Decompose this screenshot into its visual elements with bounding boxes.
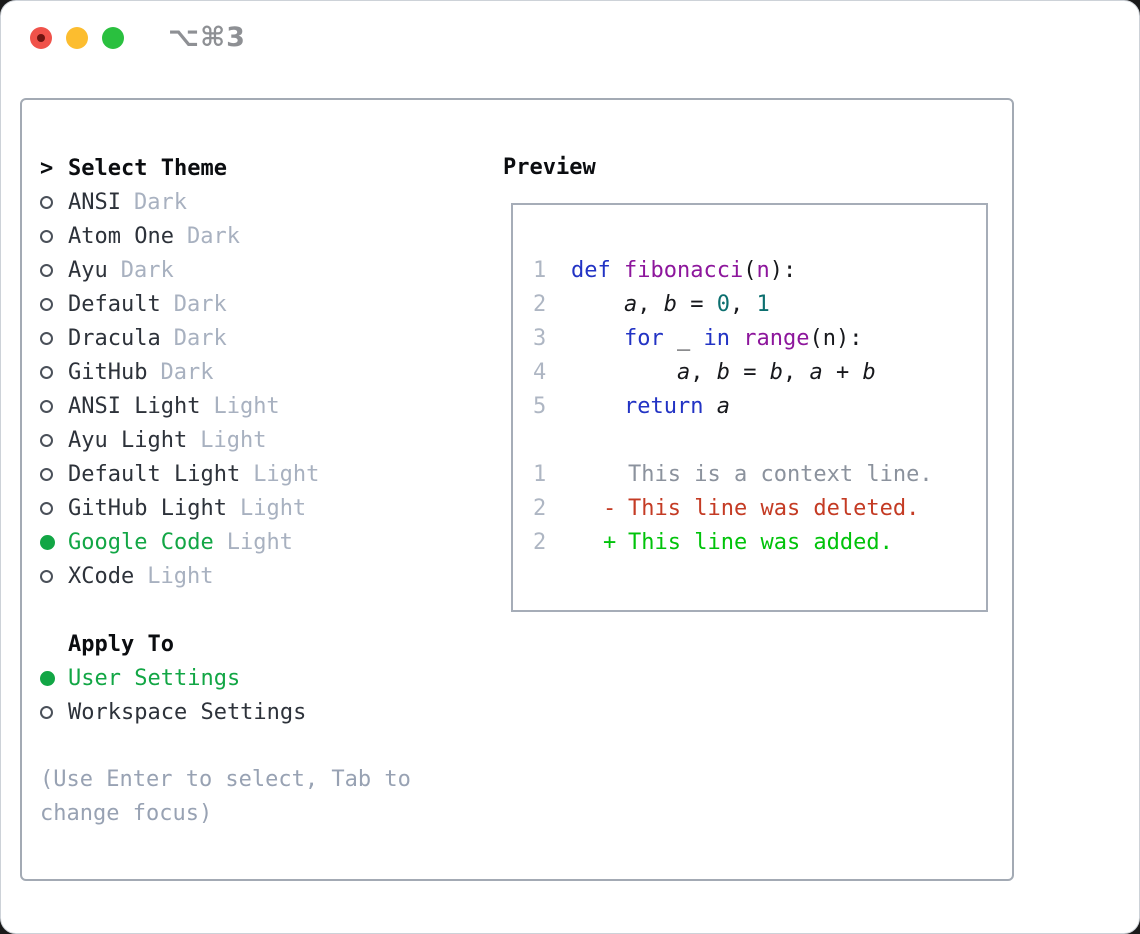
- radio-icon: [40, 467, 68, 481]
- radio-icon: [40, 263, 68, 277]
- radio-icon: [40, 297, 68, 311]
- diff-line-context: 1 This is a context line.: [513, 458, 986, 492]
- titlebar: ⌥⌘3: [1, 1, 1139, 73]
- theme-list-title: Select Theme: [68, 155, 227, 181]
- keyboard-hint: (Use Enter to select, Tab to change focu…: [40, 767, 411, 826]
- close-dot-icon: [37, 34, 45, 42]
- line-number: 2: [533, 496, 547, 521]
- radio-selected-icon: [40, 534, 68, 550]
- line-number: 1: [533, 258, 547, 283]
- diff-text: This line was added.: [628, 530, 893, 555]
- theme-name: Default Light: [68, 461, 241, 487]
- radio-icon: [40, 705, 68, 719]
- diff-text: This is a context line.: [628, 462, 933, 487]
- theme-option[interactable]: Google Code Light: [40, 525, 319, 559]
- diff-line-added: 2 + This line was added.: [513, 526, 986, 560]
- theme-name: Ayu Light: [68, 427, 188, 453]
- close-button[interactable]: [30, 27, 52, 49]
- theme-variant: Light: [226, 529, 293, 555]
- diff-line-deleted: 2 -This line was deleted.: [513, 492, 986, 526]
- theme-variant: Light: [200, 427, 267, 453]
- diff-preview: 1 This is a context line. 2 -This line was …: [513, 458, 986, 560]
- radio-icon: [40, 501, 68, 515]
- radio-selected-icon: [40, 670, 68, 686]
- theme-name: Google Code: [68, 529, 214, 555]
- apply-to-option[interactable]: User Settings: [40, 661, 306, 695]
- code-text: a, b = 0, 1: [623, 292, 770, 317]
- code-line: 2 a, b = 0, 1: [513, 288, 986, 322]
- theme-option[interactable]: Ayu Light Light: [40, 423, 319, 457]
- theme-option[interactable]: ANSI Dark: [40, 185, 319, 219]
- theme-option[interactable]: GitHub Dark: [40, 355, 319, 389]
- theme-variant: Dark: [173, 325, 227, 351]
- radio-icon: [40, 433, 68, 447]
- radio-icon: [40, 195, 68, 209]
- apply-to-label: Workspace Settings: [68, 699, 307, 725]
- theme-variant: Dark: [120, 257, 174, 283]
- preview-title: Preview: [503, 155, 596, 180]
- theme-name: ANSI Light: [68, 393, 201, 419]
- theme-name: ANSI: [68, 189, 121, 215]
- diff-text: This line was deleted.: [628, 496, 920, 521]
- theme-option[interactable]: Default Dark: [40, 287, 319, 321]
- theme-name: GitHub: [68, 359, 148, 385]
- theme-variant: Light: [253, 461, 320, 487]
- theme-option[interactable]: Ayu Dark: [40, 253, 319, 287]
- radio-icon: [40, 365, 68, 379]
- theme-name: Default: [68, 291, 161, 317]
- diff-marker-icon: -: [603, 496, 617, 521]
- line-number: 1: [533, 462, 547, 487]
- line-number: 3: [533, 326, 547, 351]
- radio-icon: [40, 399, 68, 413]
- line-number: 4: [533, 360, 547, 385]
- theme-variant: Dark: [160, 359, 214, 385]
- minimize-button[interactable]: [66, 27, 88, 49]
- code-line: 3 for _ in range(n):: [513, 322, 986, 356]
- line-number: 2: [533, 530, 547, 555]
- code-line: 5 return a: [513, 390, 986, 424]
- theme-option[interactable]: Atom One Dark: [40, 219, 319, 253]
- theme-option[interactable]: Dracula Dark: [40, 321, 319, 355]
- code-text: a, b = b, a + b: [676, 360, 876, 385]
- theme-name: Dracula: [68, 325, 161, 351]
- theme-option[interactable]: ANSI Light Light: [40, 389, 319, 423]
- apply-to-option[interactable]: Workspace Settings: [40, 695, 306, 729]
- apply-to-title: Apply To: [68, 631, 174, 657]
- focus-caret-icon: >: [40, 155, 54, 181]
- code-line: 1 def fibonacci(n):: [513, 254, 986, 288]
- code-text: return a: [623, 394, 730, 419]
- radio-icon: [40, 229, 68, 243]
- theme-option[interactable]: GitHub Light Light: [40, 491, 319, 525]
- zoom-button[interactable]: [102, 27, 124, 49]
- apply-to-header: Apply To: [40, 627, 306, 661]
- theme-name: Atom One: [68, 223, 174, 249]
- theme-name: XCode: [68, 563, 135, 589]
- theme-list-header: > Select Theme: [40, 151, 319, 185]
- diff-marker-icon: +: [603, 530, 617, 555]
- line-number: 2: [533, 292, 547, 317]
- theme-variant: Light: [147, 563, 214, 589]
- radio-icon: [40, 331, 68, 345]
- window-title: ⌥⌘3: [168, 22, 246, 53]
- theme-option[interactable]: Default Light Light: [40, 457, 319, 491]
- radio-icon: [40, 569, 68, 583]
- code-text: for _ in range(n):: [623, 326, 863, 351]
- theme-variant: Light: [239, 495, 307, 521]
- line-number: 5: [533, 394, 547, 419]
- theme-variant: Dark: [133, 189, 187, 215]
- theme-variant: Dark: [186, 223, 240, 249]
- theme-name: GitHub Light: [68, 495, 227, 521]
- theme-variant: Dark: [173, 291, 227, 317]
- code-text: def fibonacci(n):: [571, 258, 797, 283]
- code-line: 4 a, b = b, a + b: [513, 356, 986, 390]
- apply-to-label: User Settings: [68, 665, 241, 691]
- theme-variant: Light: [213, 393, 280, 419]
- theme-option[interactable]: XCode Light: [40, 559, 319, 593]
- theme-name: Ayu: [68, 257, 108, 283]
